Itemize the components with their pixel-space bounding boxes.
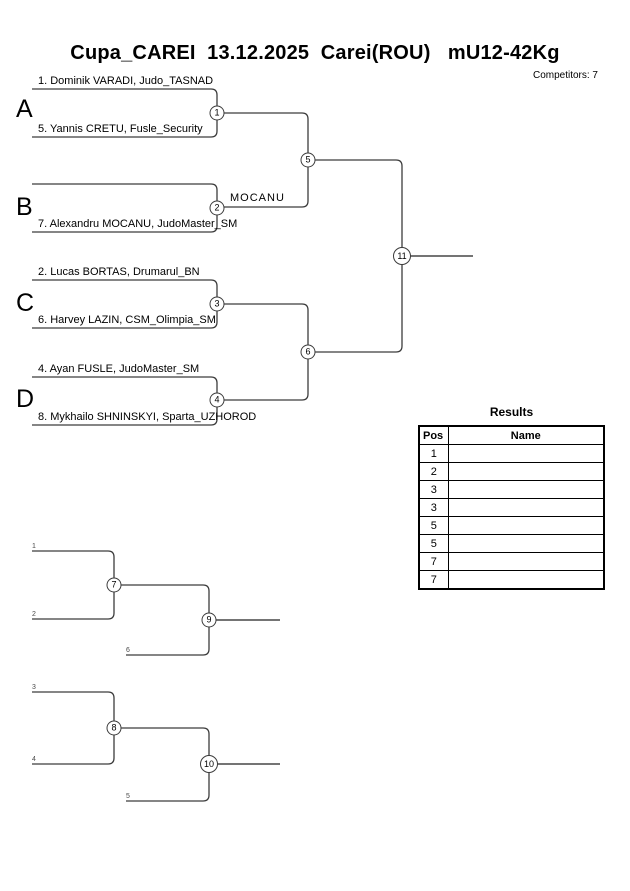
group-letter-d: D xyxy=(16,385,35,413)
competitors-count: Competitors: 7 xyxy=(532,70,598,81)
match-circle-9: 9 xyxy=(201,612,217,628)
match-circle-2: 2 xyxy=(209,200,225,216)
repechage-ref: 5 xyxy=(126,793,130,800)
results-row: 2 xyxy=(418,462,605,481)
repechage-ref: 3 xyxy=(32,684,36,691)
group-letter-c: C xyxy=(16,289,35,317)
results-pos: 3 xyxy=(418,480,449,499)
results-name xyxy=(447,534,605,553)
competitor-label: 6. Harvey LAZIN, CSM_Olimpia_SM xyxy=(38,314,216,326)
competitor-label: 2. Lucas BORTAS, Drumarul_BN xyxy=(38,266,200,278)
match-circle-5: 5 xyxy=(300,152,316,168)
results-header-row: Pos Name xyxy=(418,425,605,445)
results-table: Pos Name 1 2 3 3 5 5 7 xyxy=(418,425,605,590)
page-title: Cupa_CAREI 13.12.2025 Carei(ROU) mU12-42… xyxy=(70,42,560,64)
match-circle-11: 11 xyxy=(393,247,411,265)
results-title: Results xyxy=(489,405,534,419)
results-name xyxy=(447,444,605,463)
results-pos: 3 xyxy=(418,498,449,517)
repechage-ref: 1 xyxy=(32,543,36,550)
match-circle-4: 4 xyxy=(209,392,225,408)
competitor-label: 4. Ayan FUSLE, JudoMaster_SM xyxy=(38,363,200,375)
results-row: 5 xyxy=(418,534,605,553)
results-row: 3 xyxy=(418,498,605,517)
results-pos: 7 xyxy=(418,570,449,590)
match-circle-8: 8 xyxy=(106,720,122,736)
results-name xyxy=(447,570,605,590)
competitor-label: 5. Yannis CRETU, Fusle_Security xyxy=(38,123,203,135)
competitor-label: 1. Dominik VARADI, Judo_TASNAD xyxy=(38,75,214,87)
results-row: 1 xyxy=(418,444,605,463)
results-pos: 5 xyxy=(418,534,449,553)
match-circle-6: 6 xyxy=(300,344,316,360)
results-row: 3 xyxy=(418,480,605,499)
results-name xyxy=(447,498,605,517)
results-name xyxy=(447,552,605,571)
results-name xyxy=(447,516,605,535)
winner-label-mocanu: MOCANU xyxy=(230,192,285,204)
results-pos: 2 xyxy=(418,462,449,481)
repechage-ref: 6 xyxy=(126,647,130,654)
results-col-pos: Pos xyxy=(418,425,449,445)
competitor-label: 7. Alexandru MOCANU, JudoMaster_SM xyxy=(38,218,238,230)
match-circle-1: 1 xyxy=(209,105,225,121)
repechage-ref: 4 xyxy=(32,756,36,763)
results-col-name: Name xyxy=(447,425,605,445)
results-pos: 5 xyxy=(418,516,449,535)
results-name xyxy=(447,480,605,499)
results-name xyxy=(447,462,605,481)
group-letter-a: A xyxy=(16,95,33,123)
competitor-label: 8. Mykhailo SHNINSKYI, Sparta_UZHOROD xyxy=(38,411,257,423)
results-row: 7 xyxy=(418,552,605,571)
repechage-ref: 2 xyxy=(32,611,36,618)
match-circle-10: 10 xyxy=(200,755,218,773)
group-letter-b: B xyxy=(16,193,33,221)
results-pos: 7 xyxy=(418,552,449,571)
match-circle-3: 3 xyxy=(209,296,225,312)
match-circle-7: 7 xyxy=(106,577,122,593)
results-row: 5 xyxy=(418,516,605,535)
results-row: 7 xyxy=(418,570,605,590)
results-pos: 1 xyxy=(418,444,449,463)
